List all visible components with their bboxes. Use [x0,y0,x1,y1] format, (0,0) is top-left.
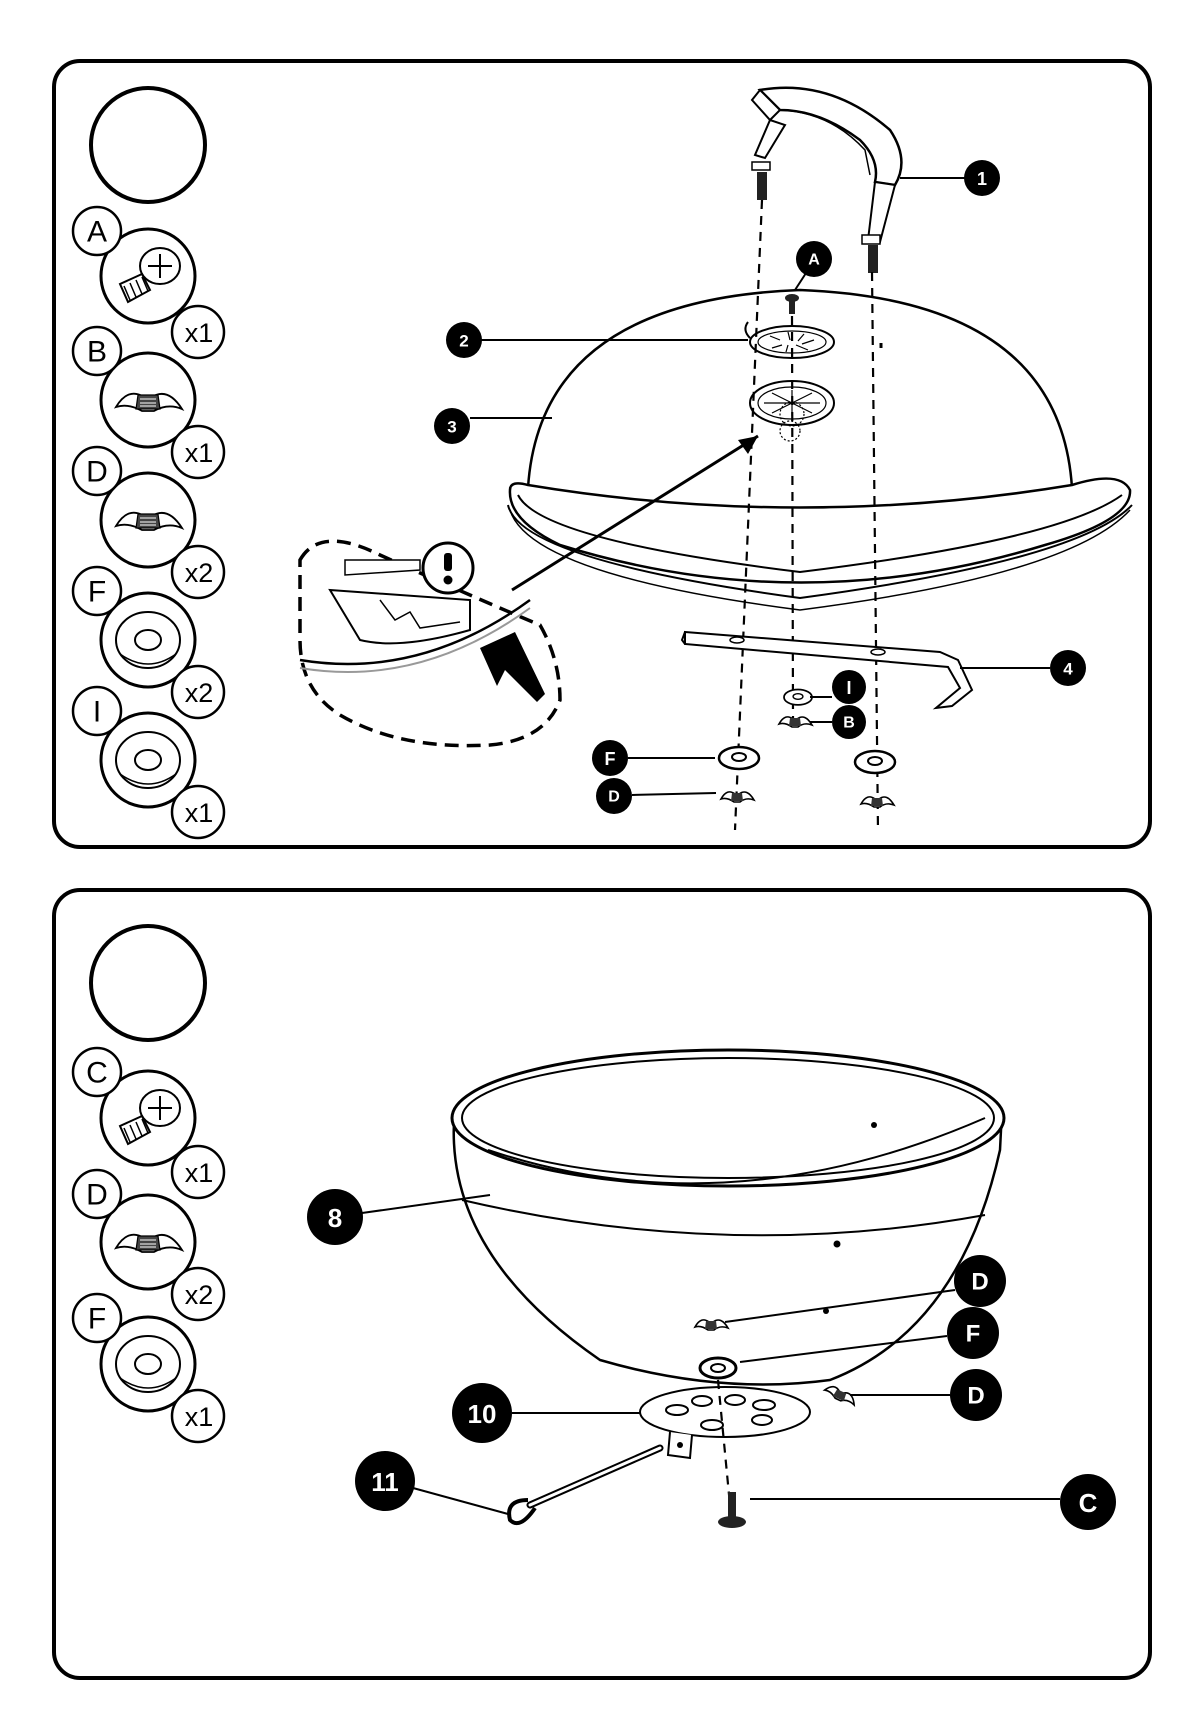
callout-4: 4 [960,650,1086,686]
lid-handle [752,88,901,273]
svg-text:4: 4 [1063,660,1073,679]
svg-text:B: B [843,715,855,732]
callout-d-side: D [850,1369,1002,1421]
washer-icon [116,1336,180,1392]
callout-11: 11 [355,1451,508,1514]
hardware-qty-d: x2 [185,558,214,588]
hardware-qty-i: x1 [185,798,214,828]
washer-i [784,690,812,705]
wing-nut-d-right [861,797,894,807]
svg-text:1: 1 [977,169,987,189]
hardware-letter-c: C [86,1057,108,1090]
hardware-list-panel-1: A x1 B x1 D x2 F x2 [73,207,224,838]
detail-inset: ! [300,541,560,745]
hardware-letter-i: I [93,696,101,729]
wing-nut-b [779,717,812,727]
hardware-qty-d-2: x2 [185,1280,214,1310]
washer-f-left [719,747,759,769]
svg-text:10: 10 [468,1399,497,1429]
callout-1: 1 [900,160,1000,196]
svg-text:2: 2 [459,332,468,351]
hardware-qty-a: x1 [185,318,214,348]
ash-handle-rod [509,1448,660,1523]
hardware-letter-f-2: F [88,1303,106,1336]
hardware-list-panel-2: C x1 D x2 F x1 [73,1048,224,1442]
callout-10: 10 [452,1383,640,1443]
svg-text:F: F [966,1321,981,1348]
svg-text:11: 11 [371,1467,399,1497]
washer-icon [116,612,180,668]
callout-b: B [810,705,866,739]
hardware-qty-f: x2 [185,678,214,708]
svg-text:F: F [605,749,616,769]
svg-text:D: D [967,1383,984,1410]
hardware-qty-c: x1 [185,1158,214,1188]
callout-8: 8 [307,1189,490,1245]
svg-text:D: D [971,1269,988,1296]
svg-text:C: C [1079,1488,1098,1518]
washer-icon [116,732,180,788]
hardware-letter-f: F [88,576,106,609]
push-arrow [480,632,545,702]
svg-text:8: 8 [328,1203,342,1233]
washer-f-right [855,751,895,773]
wing-nut-d-left [721,792,754,802]
svg-text:A: A [808,252,820,269]
callout-d: D [596,778,716,814]
svg-text:I: I [846,678,851,698]
screw-c [718,1492,746,1528]
hardware-qty-b: x1 [185,438,214,468]
step-number-circle-1 [91,88,205,202]
step-number-circle-2 [91,926,205,1040]
callout-f: F [592,740,715,776]
callout-3: 3 [434,408,552,444]
hardware-letter-b: B [87,336,107,369]
callout-a: A [795,241,832,290]
hardware-letter-a: A [87,216,107,249]
grill-bowl [452,1050,1004,1385]
hardware-letter-d: D [86,456,108,489]
callout-i: I [810,670,866,704]
hardware-qty-f-2: x1 [185,1402,214,1432]
svg-text:D: D [608,789,620,806]
svg-text:3: 3 [447,418,456,437]
callout-c: C [750,1474,1116,1530]
hardware-letter-d-2: D [86,1179,108,1212]
